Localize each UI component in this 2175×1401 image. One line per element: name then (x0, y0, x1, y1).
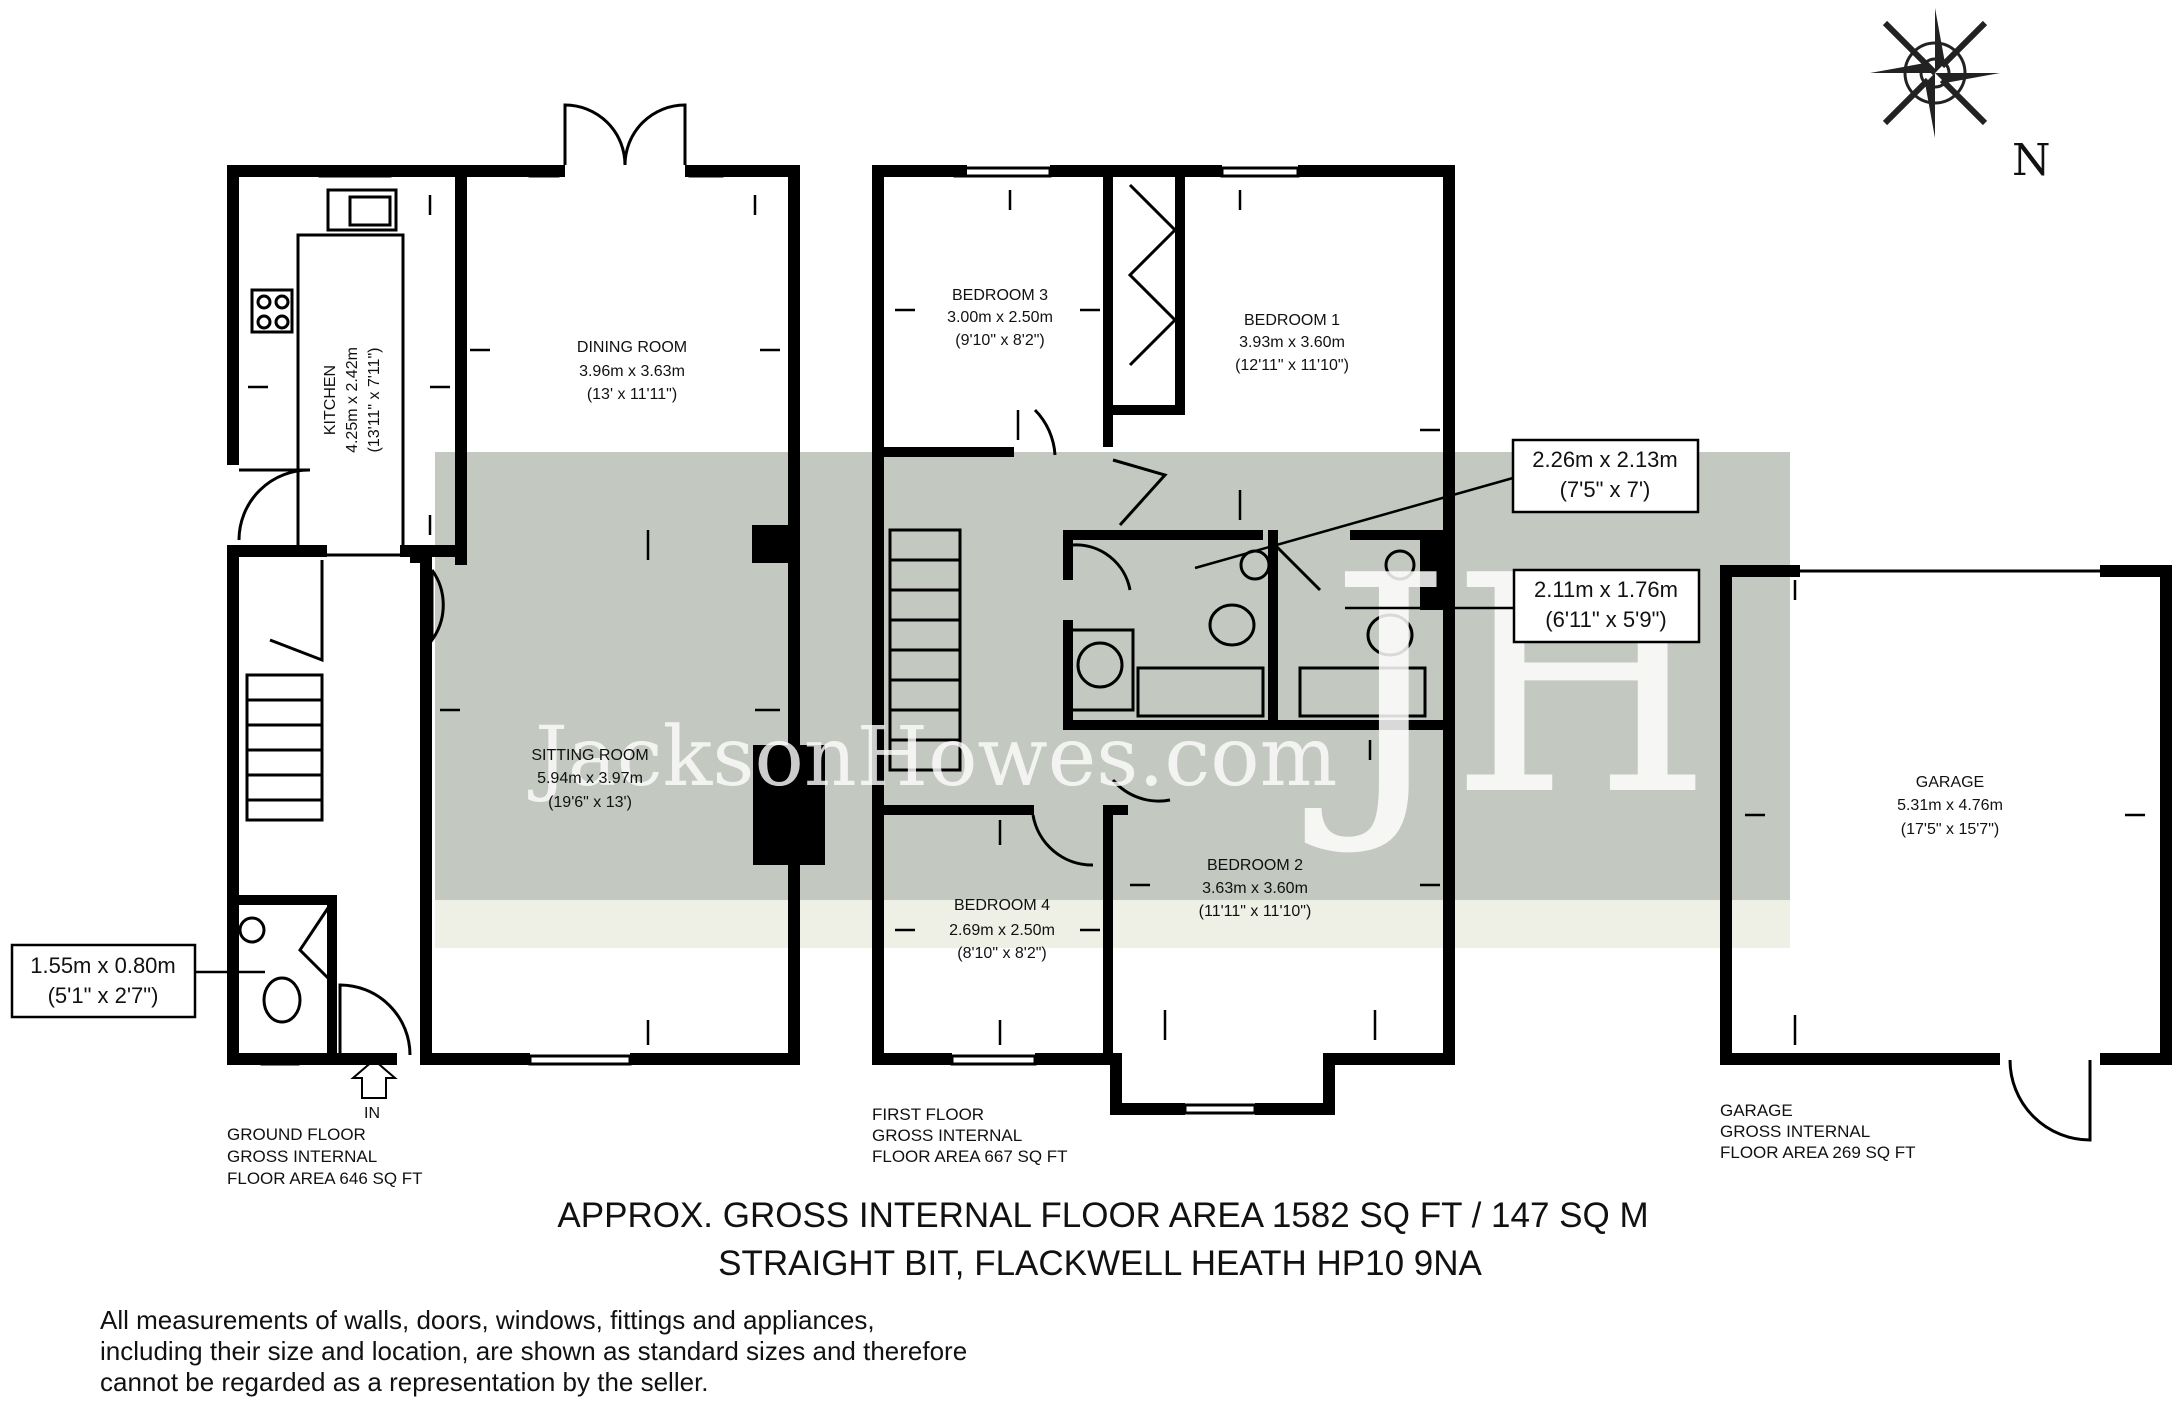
kitchen-metric: 4.25m x 2.42m (344, 347, 361, 453)
garage-imperial: (17'5" x 15'7") (1901, 821, 1999, 838)
wc-callout-imperial: (5'1" x 2'7") (48, 983, 159, 1008)
garage-name: GARAGE (1916, 774, 1984, 791)
ground-floor-plan (227, 103, 825, 1066)
first-floor-area-line2: GROSS INTERNAL (872, 1126, 1022, 1145)
bedroom4-name: BEDROOM 4 (954, 897, 1050, 914)
ground-floor-area-line1: GROUND FLOOR (227, 1125, 366, 1144)
garage-metric: 5.31m x 4.76m (1897, 797, 2003, 814)
bedroom2-metric: 3.63m x 3.60m (1202, 880, 1308, 897)
disclaimer-line1: All measurements of walls, doors, window… (100, 1305, 875, 1335)
dining-room-name: DINING ROOM (577, 339, 687, 356)
watermark-text: JacksonHowes.com (528, 710, 1337, 805)
first-floor-area-line3: FLOOR AREA 667 SQ FT (872, 1147, 1068, 1166)
wc-callout: 1.55m x 0.80m (5'1" x 2'7") (10, 943, 265, 1019)
bath2-callout-metric: 2.11m x 1.76m (1534, 577, 1678, 602)
bedroom4-imperial: (8'10" x 8'2") (957, 945, 1047, 962)
bedroom2-imperial: (11'11" x 11'10") (1199, 903, 1312, 920)
bedroom3-metric: 3.00m x 2.50m (947, 309, 1053, 326)
compass-icon: N (1870, 8, 2051, 186)
bedroom2-name: BEDROOM 2 (1207, 857, 1303, 874)
wc-callout-metric: 1.55m x 0.80m (30, 953, 176, 978)
bath1-callout-imperial: (7'5" x 7') (1560, 477, 1651, 502)
ground-floor-area-line3: FLOOR AREA 646 SQ FT (227, 1169, 423, 1188)
total-area-title: APPROX. GROSS INTERNAL FLOOR AREA 1582 S… (557, 1196, 1648, 1235)
bath1-callout-metric: 2.26m x 2.13m (1532, 447, 1678, 472)
dining-room-imperial: (13' x 11'11") (587, 386, 677, 403)
garage-area-line1: GARAGE (1720, 1101, 1793, 1120)
bedroom3-imperial: (9'10" x 8'2") (955, 332, 1045, 349)
first-floor-area-line1: FIRST FLOOR (872, 1105, 984, 1124)
dining-room-metric: 3.96m x 3.63m (579, 363, 685, 380)
kitchen-imperial: (13'11" x 7'11") (366, 348, 383, 453)
entrance-label: IN (364, 1105, 380, 1122)
bedroom3-name: BEDROOM 3 (952, 287, 1048, 304)
compass-north-label: N (2012, 135, 2051, 186)
kitchen-name: KITCHEN (322, 365, 339, 435)
entrance-arrow-icon (350, 1058, 398, 1099)
sitting-room-metric: 5.94m x 3.97m (537, 770, 643, 787)
garage-plan (1720, 565, 2172, 1142)
bath1-callout: 2.26m x 2.13m (7'5" x 7') (1194, 438, 1700, 570)
bedroom1-name: BEDROOM 1 (1244, 312, 1340, 329)
sitting-room-name: SITTING ROOM (531, 747, 648, 764)
disclaimer-line2: including their size and location, are s… (100, 1336, 967, 1366)
disclaimer-line3: cannot be regarded as a representation b… (100, 1367, 709, 1397)
garage-area-line2: GROSS INTERNAL (1720, 1122, 1870, 1141)
bedroom1-metric: 3.93m x 3.60m (1239, 334, 1345, 351)
bath2-callout: 2.11m x 1.76m (6'11" x 5'9") (1345, 568, 1701, 644)
ground-floor-area-line2: GROSS INTERNAL (227, 1147, 377, 1166)
bath2-callout-imperial: (6'11" x 5'9") (1545, 607, 1666, 632)
watermark-monogram: JH (1302, 512, 1712, 861)
first-floor-plan (872, 165, 1455, 1115)
bedroom1-imperial: (12'11" x 11'10") (1235, 357, 1349, 374)
sitting-room-imperial: (19'6" x 13') (548, 794, 632, 811)
address-title: STRAIGHT BIT, FLACKWELL HEATH HP10 9NA (718, 1244, 1482, 1283)
bedroom4-metric: 2.69m x 2.50m (949, 922, 1055, 939)
garage-area-line3: FLOOR AREA 269 SQ FT (1720, 1143, 1916, 1162)
